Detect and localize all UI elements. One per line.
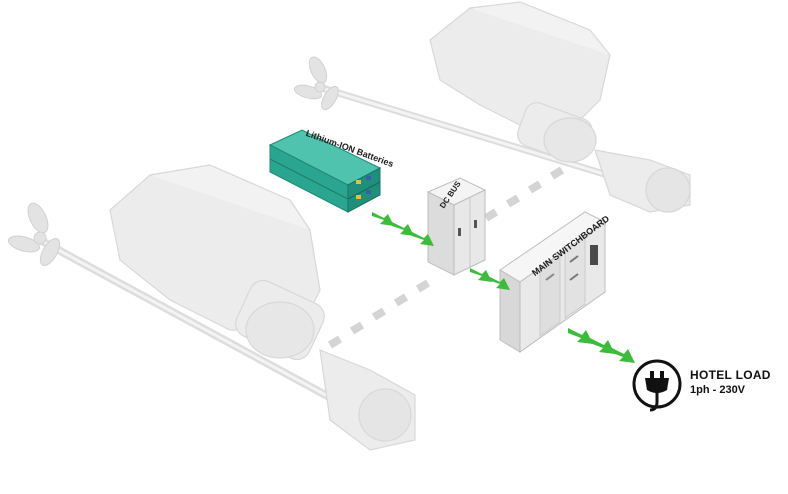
inactive-link-lower-engine <box>330 283 428 345</box>
hotel-load-title: HOTEL LOAD <box>690 368 771 382</box>
upper-propeller-icon <box>293 54 342 112</box>
arrow-switchboard-to-hotel-load <box>568 328 635 363</box>
arrow-batteries-to-dcbus <box>372 212 434 246</box>
upper-engine-block <box>430 2 690 212</box>
lower-engine-block <box>110 165 415 450</box>
hotel-load-caption: HOTEL LOAD 1ph - 230V <box>690 368 771 396</box>
inactive-link-upper-engine <box>486 170 562 218</box>
power-plug-icon <box>634 361 680 410</box>
hotel-load-spec: 1ph - 230V <box>690 384 771 396</box>
lower-propeller-icon <box>7 200 64 268</box>
